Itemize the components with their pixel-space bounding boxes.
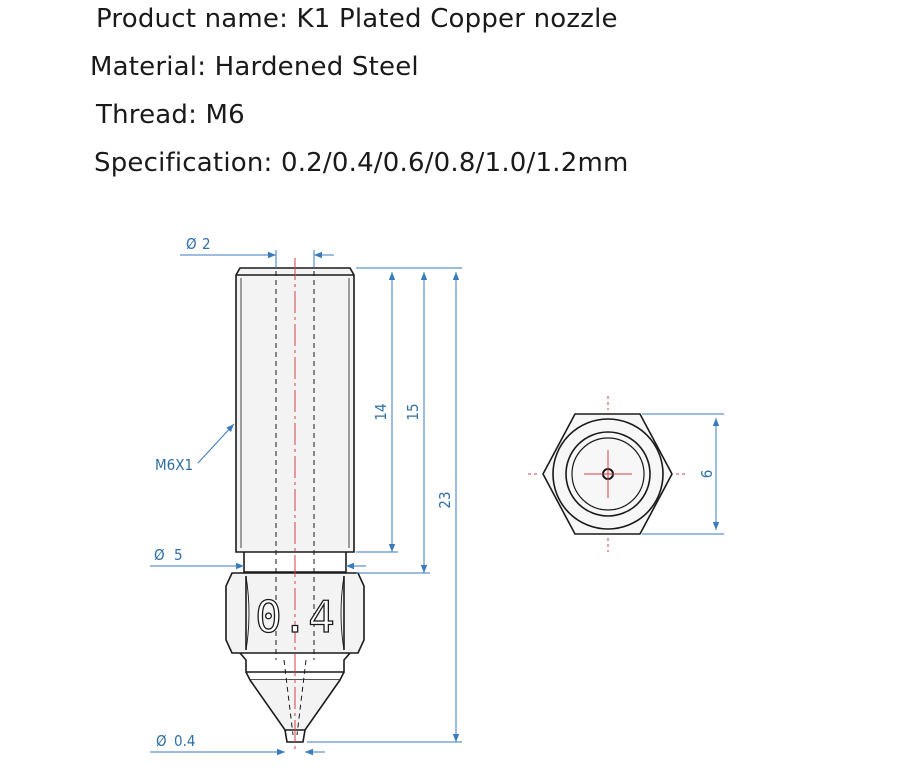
bore-diameter-value: 2 <box>202 235 211 253</box>
tip-diameter-symbol: Ø <box>156 732 167 750</box>
total-length-label: 23 <box>436 491 454 508</box>
hex-size-label: 6 <box>698 470 716 479</box>
thread-label: M6X1 <box>155 456 193 474</box>
bottom-diameter-value: 5 <box>174 546 183 564</box>
thread-text: Thread: M6 <box>96 100 245 130</box>
product-name-text: Product name: K1 Plated Copper nozzle <box>96 4 618 34</box>
nozzle-size-marking: 0.4 <box>255 592 334 643</box>
specification-text: Specification: 0.2/0.4/0.6/0.8/1.0/1.2mm <box>94 148 629 178</box>
body-length-label: 15 <box>404 403 422 420</box>
bottom-diameter-symbol: Ø <box>154 546 165 564</box>
thread-length-label: 14 <box>372 403 390 420</box>
tip-diameter-value: 0.4 <box>174 732 195 750</box>
bore-diameter-label: Ø <box>186 235 197 253</box>
material-text: Material: Hardened Steel <box>90 52 419 82</box>
